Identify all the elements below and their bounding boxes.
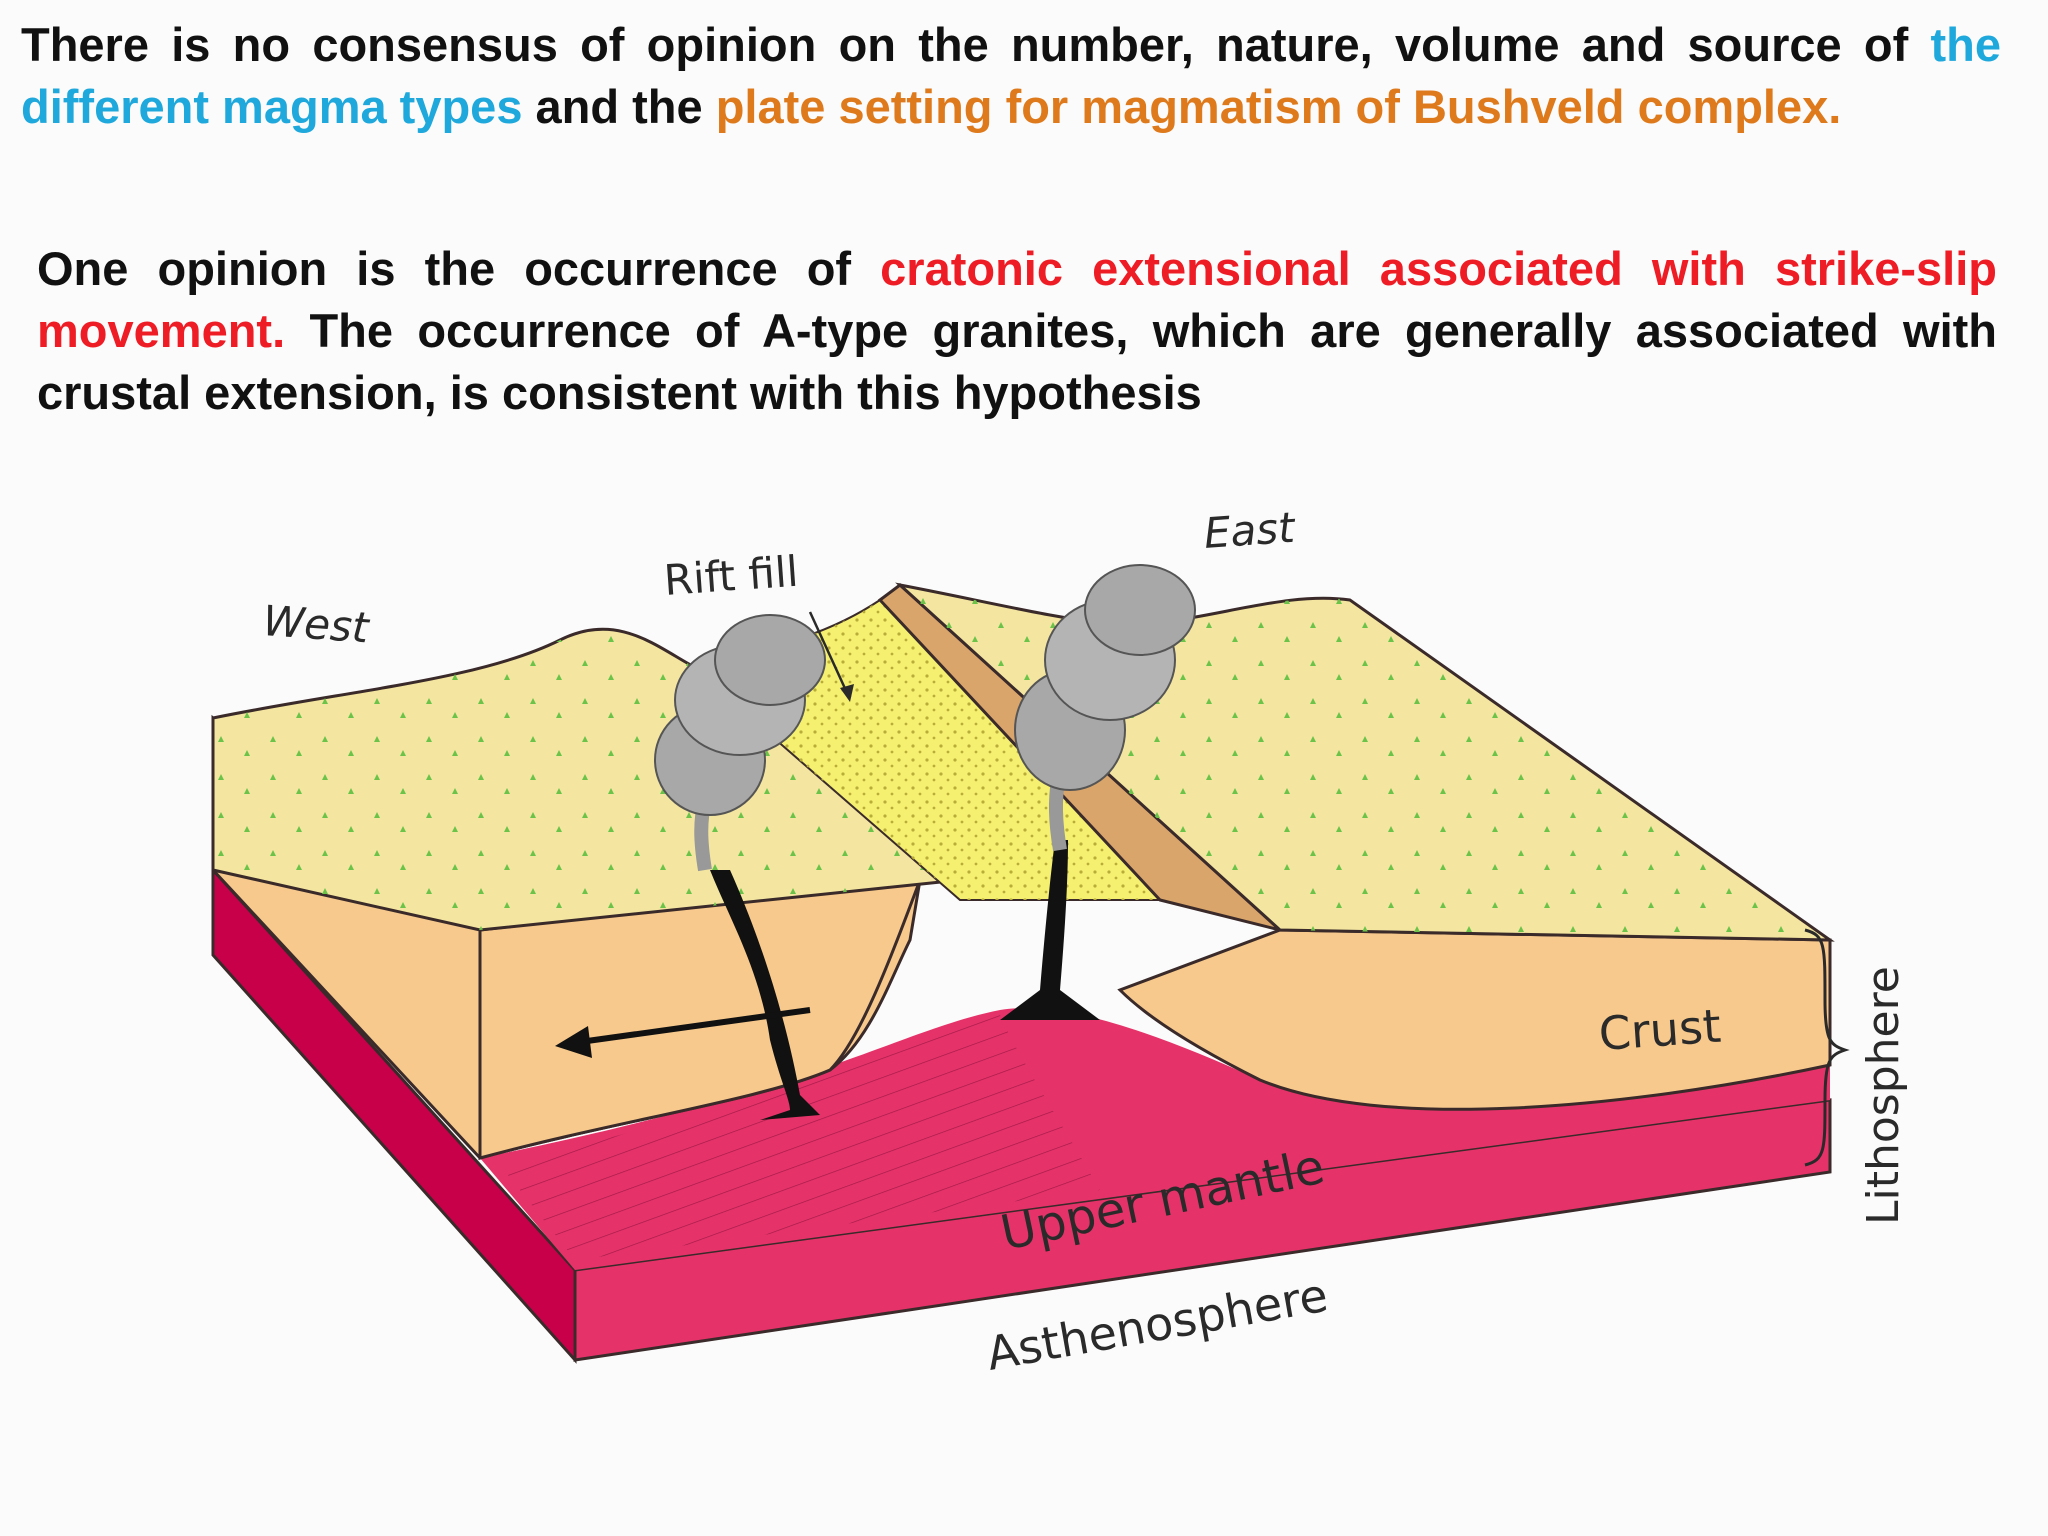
magma-conduit-west <box>710 870 820 1120</box>
crust-east-front <box>1117 928 1832 1111</box>
lithosphere-brace <box>1804 928 1850 1167</box>
cratonic-extension-highlight: cratonic extensional associated with str… <box>37 242 1997 357</box>
extension-arrow <box>555 1007 811 1058</box>
intro-text-2: and the <box>522 80 716 133</box>
crust-west-front <box>478 878 923 1160</box>
mantle-hatching <box>500 1015 1100 1260</box>
vegetation-west <box>213 629 960 930</box>
plate-setting-highlight: plate setting for magmatism of Bushveld … <box>715 80 1842 133</box>
magma-types-highlight: the different magma types <box>21 18 2001 133</box>
intro-text-1: There is no consensus of opinion on the … <box>21 18 1931 71</box>
ash-cloud-west <box>654 614 826 872</box>
label-rift-fill: Rift fill <box>662 547 800 605</box>
opinion-text-1: One opinion is the occurrence of <box>37 242 881 295</box>
label-west: West <box>261 596 371 652</box>
rift-fill-pointer-head <box>840 684 854 702</box>
rift-fill-pointer <box>808 611 850 696</box>
intro-paragraph: There is no consensus of opinion on the … <box>21 14 2001 138</box>
magma-conduit-east <box>1000 840 1100 1020</box>
label-crust: Crust <box>1597 999 1723 1061</box>
label-lithosphere: Lithosphere <box>1858 966 1909 1225</box>
opinion-text-2: The occurrence of A-type granites, which… <box>37 304 1997 419</box>
mantle-left-face <box>211 866 577 1364</box>
opinion-paragraph: One opinion is the occurrence of cratoni… <box>37 238 1997 424</box>
label-east: East <box>1202 503 1297 558</box>
ash-cloud-east <box>1014 564 1196 852</box>
